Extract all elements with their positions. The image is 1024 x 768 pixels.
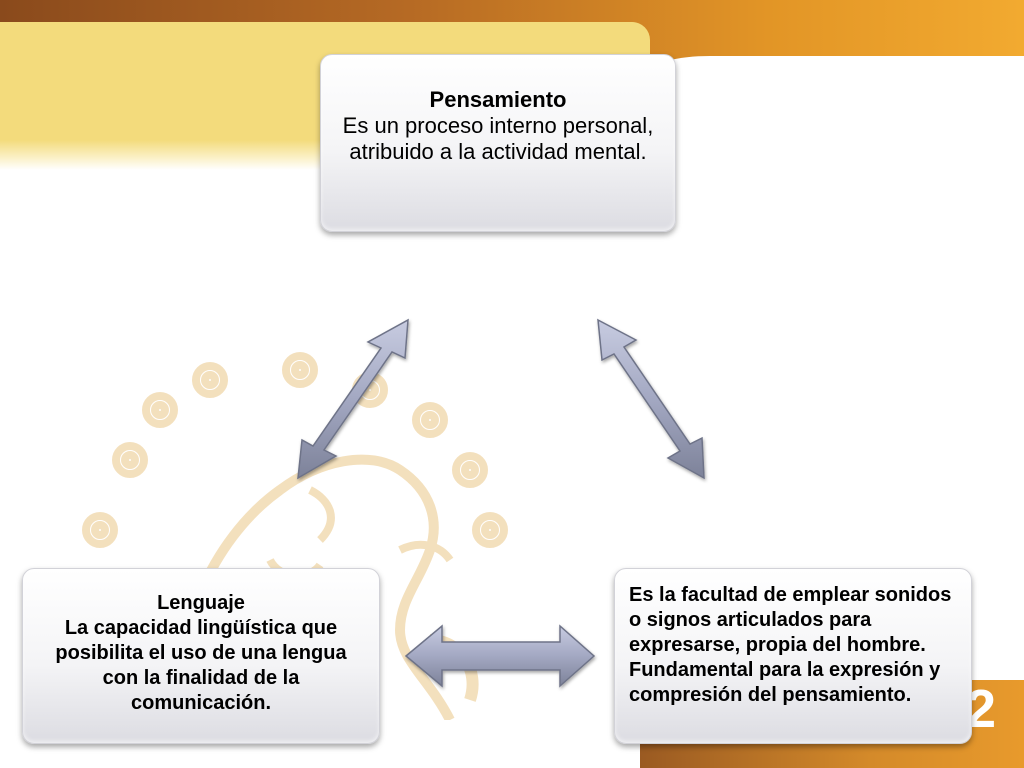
node-facultad: Es la facultad de emplear sonidos o sign… [614,568,972,744]
node-pensamiento-body: Es un proceso interno personal, atribuid… [342,113,654,164]
white-curve [650,56,1024,176]
node-lenguaje: Lenguaje La capacidad lingüística que po… [22,568,380,744]
node-pensamiento: Pensamiento Es un proceso interno person… [320,54,676,232]
node-pensamiento-title: Pensamiento [429,87,567,112]
node-facultad-body: Es la facultad de emplear sonidos o sign… [629,584,952,706]
node-lenguaje-title: Lenguaje [157,592,245,614]
node-lenguaje-body: La capacidad lingüística que posibilita … [55,617,347,714]
